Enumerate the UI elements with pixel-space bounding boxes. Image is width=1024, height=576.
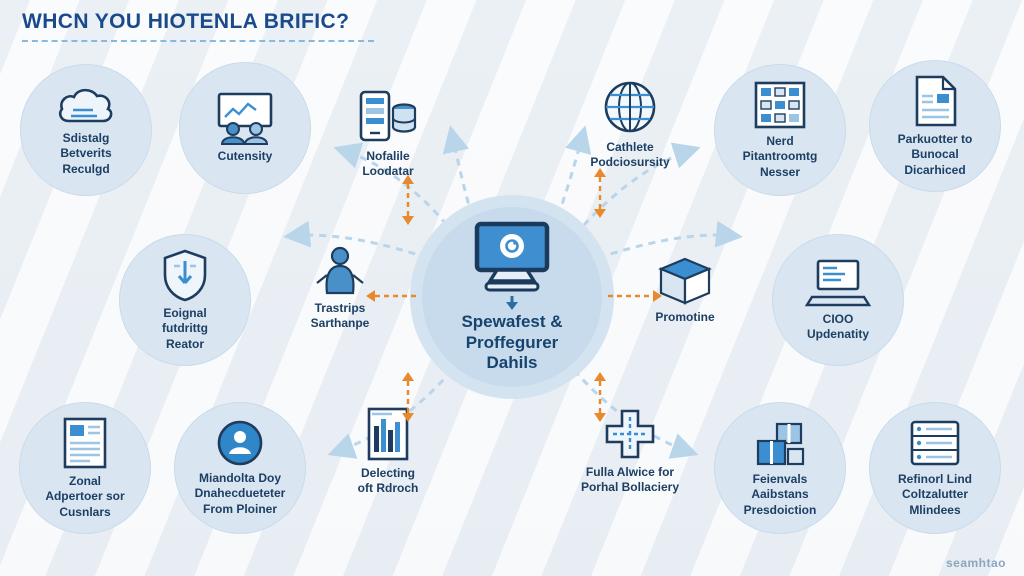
node-label: Delecting oft Rdroch [357,465,419,495]
node-label: Sdistalg Betverits Reculgd [60,130,112,176]
node-mobile: Nofalile Loodatar [336,78,440,190]
node-label: Parkuotter to Bunocal Dicarhiced [897,131,973,177]
node-person: Trastrips Sarthanpe [292,238,388,338]
node-label: Nofalile Loodatar [362,148,414,178]
node-label: Trastrips Sarthanpe [310,300,370,330]
document-icon [910,74,960,128]
title-underline [22,40,374,42]
person-icon [314,245,366,297]
node-label: Cathlete Podciosursity [590,139,670,169]
node-label: Miandolta Doy Dnahecdueteter From Ploine… [194,470,286,516]
stacked-boxes-icon [752,418,808,468]
server-icon [908,418,962,468]
node-label: Nerd Pitantroomtg Nesser [742,133,818,179]
newspaper-icon [61,416,109,470]
node-label: Promotine [655,310,715,325]
node-chart: Delecting oft Rdroch [340,398,436,504]
monitor-icon [466,220,558,294]
laptop-icon [805,258,871,308]
shield-icon [160,248,210,302]
node-label: CIOO Updenatity [806,311,869,341]
node-label: Zonal Adpertoer sor Cusnlars [45,473,125,519]
node-label: Refinorl Lind Coltzalutter Mlindees [898,471,972,517]
node-cloud: Sdistalg Betverits Reculgd [20,64,152,196]
node-newspaper: Zonal Adpertoer sor Cusnlars [19,402,151,534]
chart-document-icon [364,406,412,462]
medical-cross-icon [603,407,657,461]
down-arrow-icon [505,295,519,310]
badge-circle-icon [216,419,264,467]
building-grid-icon [753,80,807,130]
central-hub-inner: Spewafest & Proffegurer Dahils [422,207,602,387]
cloud-icon [55,83,117,127]
node-laptop: CIOO Updenatity [772,234,904,366]
node-label: Cutensity [217,149,273,164]
node-server: Refinorl Lind Coltzalutter Mlindees [869,402,1001,534]
cube-icon [657,256,713,306]
node-boxes: Feienvals Aaibstans Presdoiction [714,402,846,534]
node-label: Eoignal futdrittg Reator [162,305,208,351]
central-hub: Spewafest & Proffegurer Dahils [410,195,614,399]
node-document: Parkuotter to Bunocal Dicarhiced [869,60,1001,192]
node-community: Cutensity [179,62,311,194]
node-globe: Cathlete Podciosursity [572,66,688,182]
node-cross: Fulla Alwice for Porhal Bollaciery [566,398,694,504]
team-monitor-icon [209,91,281,146]
node-label: Fulla Alwice for Porhal Bollaciery [580,464,680,494]
mobile-database-icon [356,89,420,145]
central-hub-label: Spewafest & Proffegurer Dahils [461,311,563,373]
node-badge: Miandolta Doy Dnahecdueteter From Ploine… [174,402,306,534]
node-shield: Eoignal futdrittg Reator [119,234,251,366]
node-label: Feienvals Aaibstans Presdoiction [743,471,817,517]
watermark-text: seamhtao [945,556,1006,570]
node-grid: Nerd Pitantroomtg Nesser [714,64,846,196]
globe-icon [601,78,659,136]
node-cube: Promotine [637,244,733,338]
page-title: WHCN YOU HIOTENLA BRIFIC? [22,10,350,33]
